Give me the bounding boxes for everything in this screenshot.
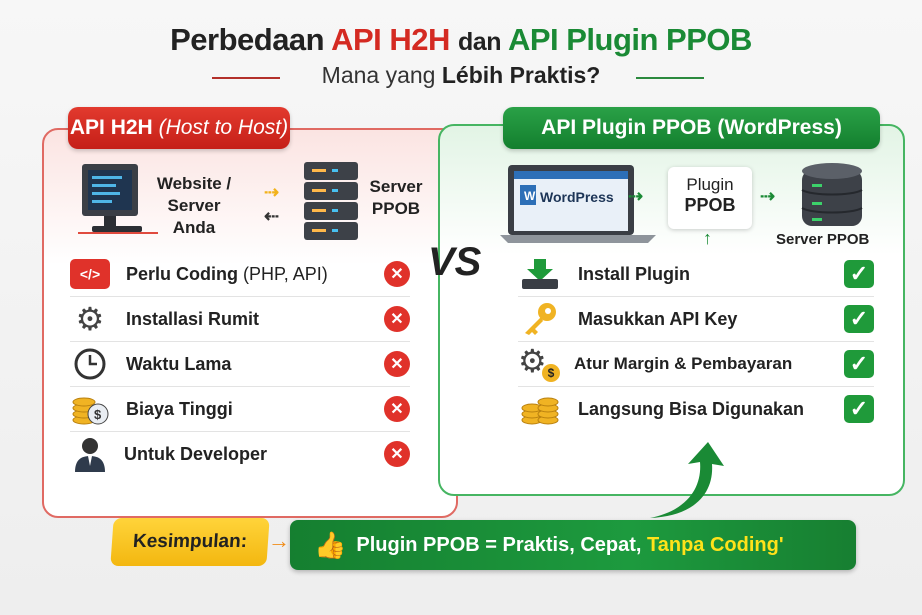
item-suffix: (PHP, API) (243, 263, 328, 284)
developer-icon (70, 436, 110, 472)
item-label: Biaya Tinggi (126, 398, 233, 419)
code-icon: </> (70, 259, 110, 289)
list-item: ⚙ Installasi Rumit ✕ (70, 297, 410, 341)
item-label: Install Plugin (578, 263, 691, 284)
arrow-right-icon: ⇢ (628, 186, 644, 206)
svg-text:$: $ (94, 407, 102, 422)
conclusion-highlight: Tanpa Coding' (647, 533, 784, 556)
database-server-icon (801, 163, 863, 226)
check-icon: ✓ (844, 395, 874, 423)
clock-icon (70, 348, 110, 380)
arrow-right-icon: ⇢ (760, 186, 776, 206)
curved-arrow-icon (650, 442, 724, 518)
server-ppob-label: Server PPOB (776, 231, 870, 248)
list-item: Masukkan API Key ✓ (518, 297, 874, 341)
arrow-left-icon: ⇠ (264, 206, 280, 226)
conclusion-label: Kesimpulan: (110, 518, 270, 566)
h2h-list: </> Perlu Coding (PHP, API) ✕ ⚙ Installasi … (70, 252, 410, 476)
h2h-header-title: API H2H (69, 116, 153, 139)
vs-label: VS (428, 240, 482, 284)
x-circle-icon: ✕ (384, 351, 410, 377)
download-icon (518, 257, 562, 291)
title-plugin: API Plugin PPOB (507, 22, 752, 57)
coins-icon (518, 392, 562, 426)
key-icon (518, 301, 562, 337)
svg-text:W: W (524, 189, 536, 203)
list-item: Waktu Lama ✕ (70, 342, 410, 386)
gear-icon: ⚙ (75, 301, 105, 337)
list-item: </> Perlu Coding (PHP, API) ✕ (70, 252, 410, 296)
plugin-header: API Plugin PPOB (WordPress) (503, 107, 880, 149)
title-text: Perbedaan (170, 22, 325, 57)
arrow-right-icon: → (268, 528, 290, 553)
plugin-label: Plugin (686, 175, 734, 194)
conclusion-text: Plugin PPOB = Praktis, Cepat, (356, 533, 642, 556)
x-circle-icon: ✕ (384, 306, 410, 332)
item-label: Installasi Rumit (126, 308, 260, 329)
list-item: Untuk Developer ✕ (70, 432, 410, 476)
server-rack-icon (304, 162, 358, 240)
wordpress-label: WordPress (540, 189, 614, 205)
list-item: Langsung Bisa Digunakan ✓ (518, 387, 874, 431)
subtitle-normal: Mana yang (321, 62, 436, 88)
monitor-icon (78, 164, 158, 234)
x-circle-icon: ✕ (384, 441, 410, 467)
list-item: ⚙$ Atur Margin & Pembayaran ✓ (518, 342, 874, 386)
coins-icon: $ (70, 392, 110, 426)
check-icon: ✓ (844, 305, 874, 333)
item-label: Untuk Developer (124, 443, 268, 464)
server-label: Server PPOB (369, 177, 423, 218)
title-h2h: API H2H (331, 22, 450, 57)
x-circle-icon: ✕ (384, 396, 410, 422)
subtitle-bold: Lébih Praktis? (441, 62, 601, 88)
laptop-icon: W (500, 165, 656, 243)
subtitle: Mana yang Lébih Praktis? (0, 62, 922, 89)
item-label: Perlu Coding (126, 263, 238, 284)
check-icon: ✓ (844, 260, 874, 288)
thumbs-up-icon: 👍 (314, 529, 347, 560)
plugin-label-ppob: PPOB (684, 195, 736, 215)
client-label: Website / Server Anda (156, 174, 232, 237)
plugin-list: Install Plugin ✓ Masukkan API Key ✓ ⚙$ Atur… (518, 252, 874, 431)
item-label: Masukkan API Key (578, 308, 738, 329)
divider-left (212, 77, 280, 79)
h2h-header: API H2H (Host to Host) (68, 107, 290, 149)
item-label: Atur Margin & Pembayaran (574, 354, 793, 373)
arrow-right-icon: ⇢ (264, 182, 280, 202)
page-title: Perbedaan API H2H dan API Plugin PPOB (0, 22, 922, 58)
check-icon: ✓ (844, 350, 874, 378)
h2h-header-subtitle: (Host to Host) (158, 116, 289, 139)
list-item: $ Biaya Tinggi ✕ (70, 387, 410, 431)
conclusion-banner: 👍 Plugin PPOB = Praktis, Cepat, Tanpa Cod… (290, 520, 856, 570)
list-item: Install Plugin ✓ (518, 252, 874, 296)
divider-right (636, 77, 704, 79)
x-circle-icon: ✕ (384, 261, 410, 287)
gear-dollar-icon: ⚙$ (518, 343, 562, 384)
item-label: Langsung Bisa Digunakan (578, 398, 805, 419)
title-dan: dan (458, 28, 501, 56)
item-label: Waktu Lama (126, 353, 232, 374)
arrow-up-icon: ↑ (703, 228, 712, 248)
